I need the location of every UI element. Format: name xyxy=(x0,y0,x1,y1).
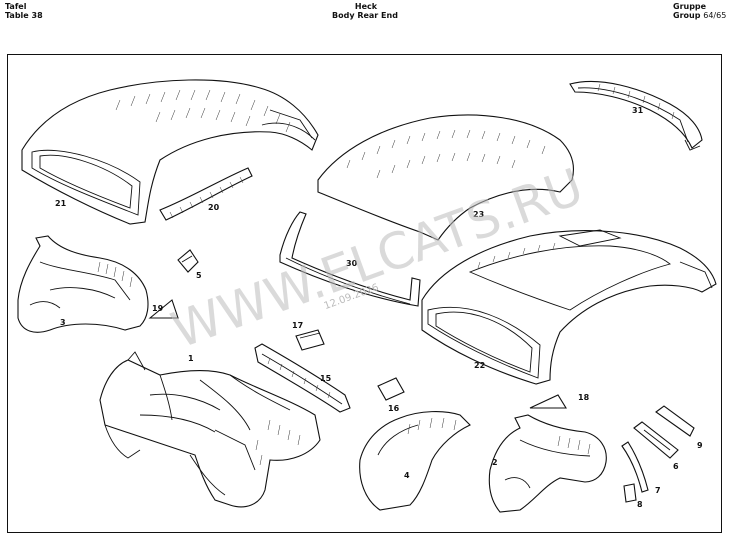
bracket-9-drawing xyxy=(655,405,695,437)
hardtop-22-drawing xyxy=(421,229,717,385)
label-31: 31 xyxy=(632,106,644,115)
label-15: 15 xyxy=(320,374,332,383)
label-16: 16 xyxy=(388,404,400,413)
gruppe-label: Gruppe xyxy=(673,2,707,11)
clip-8-drawing xyxy=(623,483,637,503)
diagram-frame xyxy=(7,54,722,533)
label-8: 8 xyxy=(637,500,643,509)
label-9: 9 xyxy=(697,441,703,450)
label-23: 23 xyxy=(473,210,484,219)
label-3: 3 xyxy=(60,318,66,327)
bracket-17-drawing xyxy=(295,329,325,351)
header-left: Tafel Table 38 xyxy=(5,2,43,20)
label-17: 17 xyxy=(292,321,303,330)
strip-7-drawing xyxy=(621,441,649,493)
inner-panel-3-drawing xyxy=(17,235,149,333)
rear-floor-assembly-1-drawing xyxy=(99,351,321,508)
group-row: Group 64/65 xyxy=(673,11,726,20)
roof-panel-23-drawing xyxy=(317,114,575,241)
label-7: 7 xyxy=(655,486,661,495)
header-right: Gruppe Group 64/65 xyxy=(673,2,726,20)
tafel-label: Tafel xyxy=(5,2,27,11)
gusset-19-drawing xyxy=(148,299,179,319)
label-20: 20 xyxy=(208,203,220,212)
bracket-5-drawing xyxy=(177,249,199,273)
title-english: Body Rear End xyxy=(332,11,398,20)
wheel-house-4-drawing xyxy=(359,411,471,511)
roof-strip-20-drawing xyxy=(159,167,253,221)
label-5: 5 xyxy=(196,271,202,280)
label-19: 19 xyxy=(152,304,164,313)
label-1: 1 xyxy=(188,354,194,363)
label-21: 21 xyxy=(55,199,67,208)
label-22: 22 xyxy=(474,361,485,370)
group-label: Group xyxy=(673,11,701,20)
label-18: 18 xyxy=(578,393,590,402)
rear-rail-31-drawing xyxy=(569,80,703,151)
label-6: 6 xyxy=(673,462,679,471)
cross-member-15-drawing xyxy=(254,343,351,413)
bracket-16-drawing xyxy=(377,377,405,401)
group-number: 64/65 xyxy=(703,11,727,20)
wheel-house-2-drawing xyxy=(488,414,607,513)
window-frame-30-drawing xyxy=(279,211,421,307)
label-30: 30 xyxy=(346,259,358,268)
title-german: Heck xyxy=(354,2,378,11)
label-4: 4 xyxy=(404,471,410,480)
table-label: Table 38 xyxy=(5,11,43,20)
hardtop-21-drawing xyxy=(21,79,319,225)
gusset-18-drawing xyxy=(529,394,567,409)
header-center: Heck Body Rear End xyxy=(332,2,398,20)
bracket-6-drawing xyxy=(633,421,679,459)
label-2: 2 xyxy=(492,458,498,467)
